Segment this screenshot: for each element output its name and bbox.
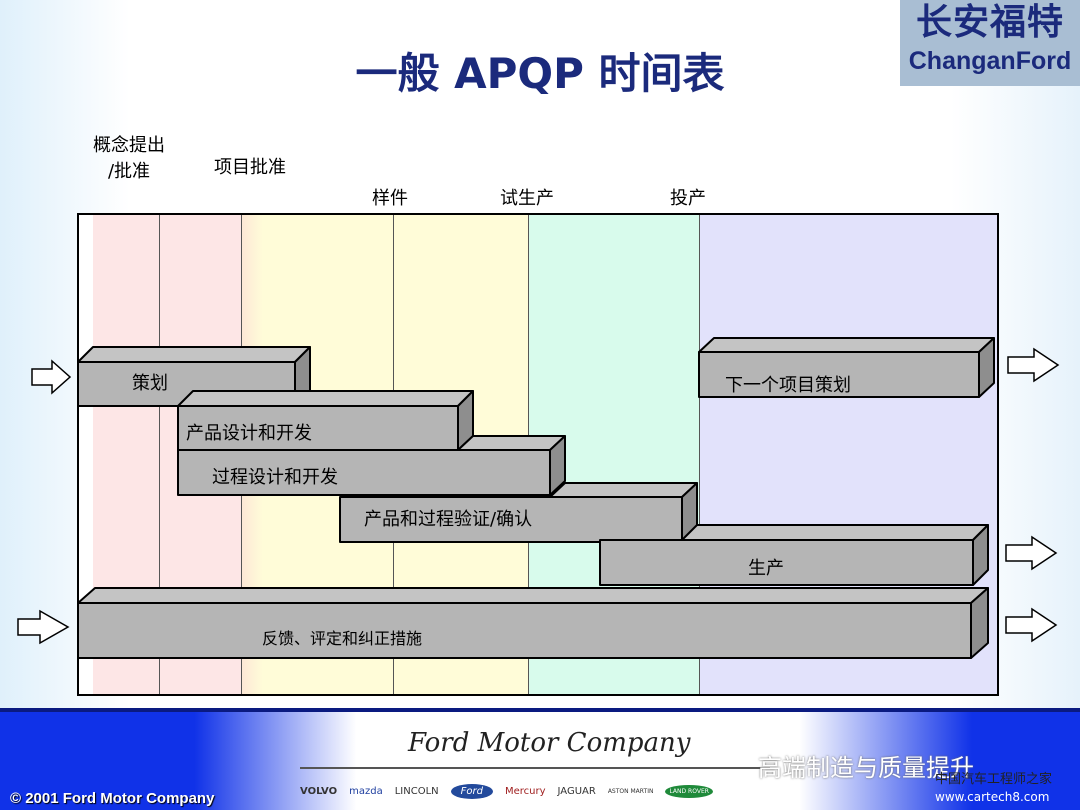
divider (159, 215, 160, 694)
brand-aston-martin: ASTON MARTIN (607, 788, 654, 795)
brand-land-rover: LAND ROVER (665, 785, 713, 798)
brand-volvo: VOLVO (300, 786, 338, 797)
bar-label-production: 生产 (748, 558, 784, 579)
brand-lincoln: LINCOLN (394, 786, 439, 797)
arrow-right-icon (17, 609, 70, 645)
brand-jaguar: JAGUAR (557, 786, 596, 797)
watermark-site: www.cartech8.com (935, 790, 1050, 804)
milestone-prototype: 样件 (372, 188, 408, 209)
brand-ford: Ford (450, 784, 493, 799)
watermark-site-cn: 中国汽车工程师之家 (935, 772, 1053, 787)
bar-label-product-design: 产品设计和开发 (186, 423, 312, 444)
logo-en: ChanganFord (908, 47, 1072, 75)
slide-title: 一般 APQP 时间表 (355, 49, 725, 98)
bar-label-planning: 策划 (132, 373, 168, 394)
milestone-program-approval: 项目批准 (214, 157, 286, 178)
divider (699, 215, 700, 694)
watermark-text: 高端制造与质量提升 (758, 754, 974, 782)
copyright: © 2001 Ford Motor Company (10, 790, 215, 807)
milestone-concept-line1: 概念提出 (93, 135, 165, 156)
brand-mercury: Mercury (504, 786, 546, 797)
bar-validation (339, 482, 698, 543)
milestone-concept-line2: /批准 (107, 161, 151, 182)
bar-feedback (77, 587, 989, 659)
arrow-right-icon (1005, 535, 1058, 571)
bar-label-validation: 产品和过程验证/确认 (364, 509, 533, 530)
milestone-pilot: 试生产 (500, 188, 554, 209)
footer-banner: Ford Motor Company © 2001 Ford Motor Com… (0, 708, 1080, 810)
brand-row: VOLVO mazda LINCOLN Ford Mercury JAGUAR … (300, 784, 713, 799)
arrow-right-icon (1005, 607, 1058, 643)
logo-cn: 长安福特 (915, 2, 1064, 43)
arrow-right-icon (1007, 347, 1060, 383)
brand-mazda: mazda (349, 786, 383, 797)
ford-motor-company-script: Ford Motor Company (408, 728, 691, 758)
bar-label-process-design: 过程设计和开发 (212, 467, 338, 488)
milestone-launch: 投产 (670, 188, 706, 209)
changanford-logo: 长安福特 ChanganFord (900, 0, 1080, 86)
bar-production (599, 524, 989, 586)
bar-process-design (177, 435, 566, 496)
bar-label-feedback: 反馈、评定和纠正措施 (262, 629, 423, 648)
bar-next-program-planning (698, 337, 995, 398)
milestone-concept: 概念提出 /批准 (93, 133, 165, 185)
bar-label-next-planning: 下一个项目策划 (725, 375, 851, 396)
bar-product-design (177, 390, 474, 451)
arrow-right-icon (31, 359, 72, 395)
footer-rule (300, 767, 770, 769)
